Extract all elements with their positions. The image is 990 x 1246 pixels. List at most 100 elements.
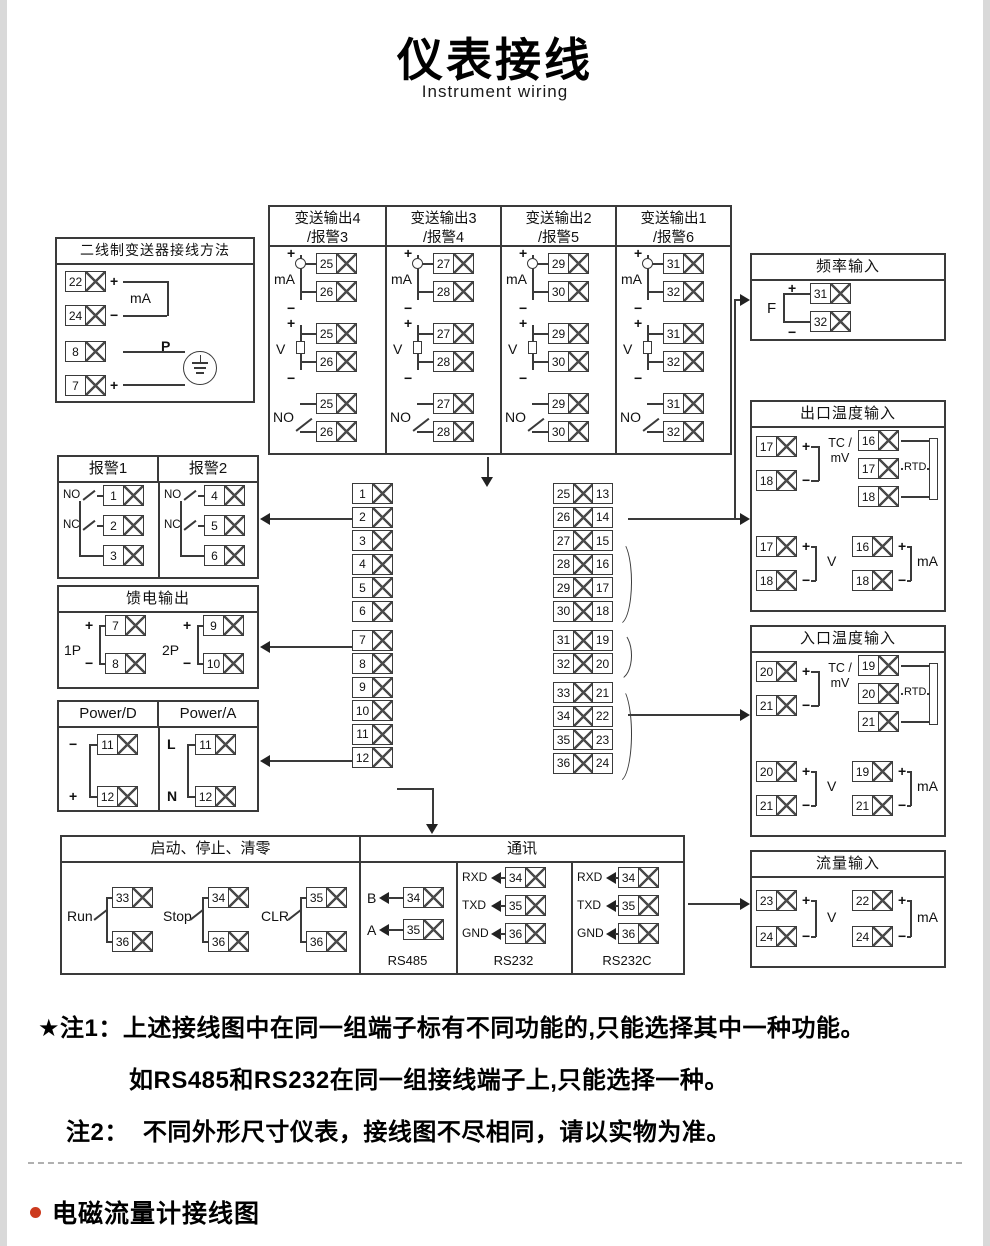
power-d-terminal-11: 11 bbox=[97, 734, 138, 755]
wire bbox=[417, 263, 433, 265]
no-label: NO bbox=[272, 409, 295, 426]
wire bbox=[300, 291, 316, 293]
terminal-screw-icon bbox=[775, 661, 797, 682]
terminal-screw-icon bbox=[829, 283, 851, 304]
ma-terminal-top: 29 bbox=[548, 253, 589, 274]
two-wire-box-title: 二线制变送器接线方法 bbox=[57, 239, 253, 265]
wire bbox=[811, 580, 816, 582]
terminal-screw-icon bbox=[84, 341, 106, 362]
wire bbox=[901, 721, 931, 723]
terminal-screw-icon bbox=[325, 931, 347, 952]
terminal-number: 31 bbox=[810, 283, 831, 304]
wire bbox=[907, 936, 911, 938]
wire bbox=[907, 580, 911, 582]
wire bbox=[815, 900, 817, 937]
wire bbox=[97, 495, 103, 497]
terminal-number: 35 bbox=[403, 919, 424, 940]
alarm1-title: 报警1 bbox=[88, 460, 128, 477]
wire bbox=[197, 663, 203, 665]
terminal-number: 32 bbox=[553, 653, 574, 674]
rs485-signal-label: B bbox=[366, 890, 378, 907]
terminal-screw-icon bbox=[371, 483, 393, 504]
terminal-number: 21 bbox=[756, 695, 777, 716]
plus-sign: + bbox=[110, 273, 119, 289]
rs232c-terminal: 35 bbox=[618, 895, 659, 916]
transmitter-icon bbox=[183, 351, 217, 385]
wire bbox=[187, 744, 195, 746]
plus-sign: + bbox=[404, 245, 413, 261]
terminal-number: 28 bbox=[553, 553, 574, 575]
wire bbox=[123, 384, 185, 386]
wire bbox=[167, 281, 169, 316]
rs232-terminal: 34 bbox=[505, 867, 546, 888]
terminal-row: 4 bbox=[352, 553, 393, 575]
plus-sign: + bbox=[802, 438, 811, 454]
minus-sign: − bbox=[519, 300, 528, 316]
wire bbox=[180, 501, 182, 556]
terminal-screw-icon bbox=[122, 515, 144, 536]
arrow-left-icon bbox=[491, 872, 501, 884]
divider bbox=[158, 483, 160, 577]
inlet-tc-terminal-minus: 21 bbox=[756, 695, 797, 716]
wire bbox=[417, 431, 433, 433]
terminal-number: 27 bbox=[553, 530, 574, 551]
terminal-number: 30 bbox=[553, 600, 574, 622]
switch-contact-icon bbox=[295, 417, 313, 432]
relay-terminal-bottom: 30 bbox=[548, 421, 589, 442]
divider bbox=[456, 863, 458, 973]
transmit-column-title: 变送输出4/报警3 bbox=[270, 207, 385, 247]
wire bbox=[89, 744, 91, 797]
wire bbox=[647, 403, 663, 405]
terminal-number: 21 bbox=[592, 682, 613, 703]
rs485-signal-label: A bbox=[366, 922, 378, 939]
terminal-screw-icon bbox=[567, 421, 589, 442]
terminal-number: 30 bbox=[548, 351, 569, 372]
terminal-number: 34 bbox=[553, 705, 574, 727]
plus-sign: + bbox=[634, 245, 643, 261]
wire bbox=[300, 361, 316, 363]
terminal-number: 11 bbox=[352, 723, 373, 745]
terminal-screw-icon bbox=[871, 795, 893, 816]
terminal-screw-icon bbox=[371, 530, 393, 551]
terminal-screw-icon bbox=[775, 436, 797, 457]
connector-wire bbox=[734, 300, 736, 519]
terminal-screw-icon bbox=[422, 887, 444, 908]
power-box: Power/D Power/A − 11 + 12 L 11 N 12 bbox=[57, 700, 259, 812]
flow-input-title: 流量输入 bbox=[752, 852, 944, 878]
plus-sign: + bbox=[802, 538, 811, 554]
terminal-number: 6 bbox=[204, 545, 225, 566]
rs232-terminal: 36 bbox=[505, 923, 546, 944]
ma-label: mA bbox=[505, 271, 528, 288]
minus-sign: − bbox=[183, 655, 192, 671]
terminal-screw-icon bbox=[84, 305, 106, 326]
wire bbox=[198, 525, 204, 527]
terminal-screw-icon bbox=[682, 351, 704, 372]
switch-contact-icon bbox=[642, 417, 660, 432]
rs232c-signal-label: GND bbox=[576, 926, 605, 941]
terminal-number: 2 bbox=[103, 515, 124, 536]
terminal-number: 36 bbox=[618, 923, 639, 944]
connector-wire bbox=[397, 788, 433, 790]
feed-terminal-8: 8 bbox=[105, 653, 146, 674]
terminal-screw-icon bbox=[371, 600, 393, 622]
wire bbox=[532, 291, 548, 293]
terminal-screw-icon bbox=[775, 926, 797, 947]
terminal-screw-icon bbox=[223, 485, 245, 506]
terminal-screw-icon bbox=[335, 281, 357, 302]
terminal-screw-icon bbox=[775, 890, 797, 911]
terminal-screw-icon bbox=[572, 577, 594, 598]
relay-terminal-top: 29 bbox=[548, 393, 589, 414]
wire bbox=[99, 625, 101, 665]
terminal-screw-icon bbox=[682, 253, 704, 274]
alarm2-no-label: NO bbox=[163, 489, 183, 502]
terminal-number: 8 bbox=[65, 341, 86, 362]
terminal-number: 4 bbox=[352, 553, 373, 575]
terminal-screw-icon bbox=[84, 375, 106, 396]
outlet-temp-box: 出口温度输入 17 + 18 − TC / mV 16 17 18 RTD 17… bbox=[750, 400, 946, 612]
